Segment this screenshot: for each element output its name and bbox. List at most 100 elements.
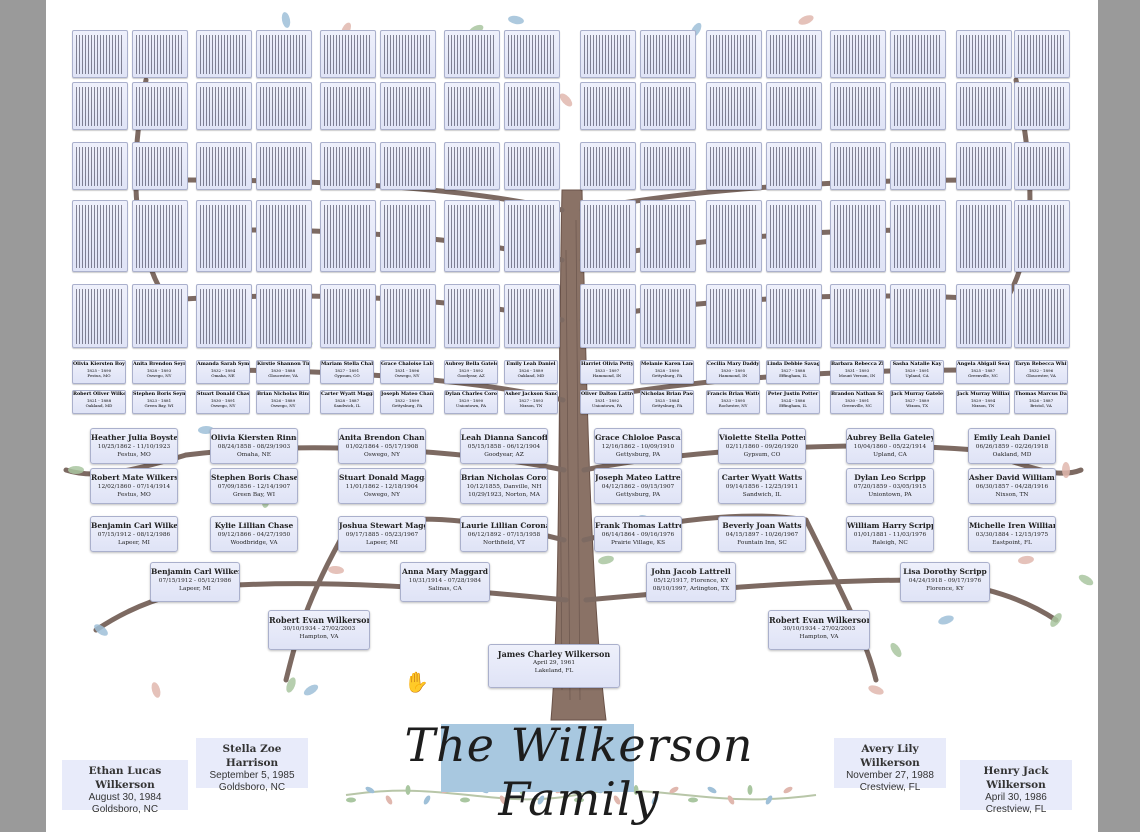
ancestor-card-upper-generation	[132, 142, 188, 190]
leaf-icon	[303, 684, 319, 696]
illegible-text	[894, 205, 942, 268]
garland-leaf-icon	[669, 786, 679, 794]
ancestor-place: Florence, KY	[926, 586, 964, 592]
ancestor-place: Hampton, VA	[299, 634, 339, 640]
illegible-text	[710, 289, 758, 344]
ancestor-date: 30/10/1934 - 27/02/2003	[282, 626, 356, 632]
illegible-text	[960, 289, 1008, 344]
title-highlight	[441, 724, 634, 792]
illegible-text	[260, 35, 308, 74]
illegible-text	[448, 87, 496, 126]
ancestor-card-upper-generation	[890, 30, 946, 78]
ancestor-card-gen5: Kirstie Shannon Tinkler1830 - 1888Glouce…	[256, 360, 310, 384]
ancestor-name: William Harry Scripp	[847, 521, 934, 530]
ancestor-card-upper-generation	[706, 30, 762, 78]
ancestor-date: 05/12/1917, Florence, KY	[653, 578, 729, 584]
ancestor-name: Robert Mate Wilkerson	[91, 473, 178, 482]
ancestor-card-upper-generation	[956, 30, 1012, 78]
leaf-icon	[798, 15, 814, 25]
sibling-card: Stella Zoe Harrison September 5, 1985 Go…	[196, 738, 308, 793]
ancestor-date: 10/04/1860 - 05/22/1914	[853, 444, 927, 450]
ancestor-date: 1829 - 1891	[904, 368, 930, 373]
ancestor-date: 1828 - 1887	[334, 398, 360, 403]
ancestor-card-gen5: Carter Wyatt Maggard1828 - 1887Sandwich,…	[320, 390, 374, 414]
garland-leaf-icon	[747, 785, 753, 795]
ancestor-place: Effingham, IL	[779, 373, 807, 378]
ancestor-card-upper-generation	[830, 200, 886, 272]
garland-leaf-icon	[385, 795, 393, 805]
illegible-text	[834, 147, 882, 186]
ancestor-name: Taryn Rebecca White	[1015, 361, 1068, 367]
ancestor-card-upper-generation	[320, 142, 376, 190]
illegible-text	[448, 147, 496, 186]
illegible-text	[770, 205, 818, 268]
ancestor-place: Goodyear, AZ	[457, 373, 485, 378]
ancestor-name: Robert Evan Wilkerson	[769, 615, 870, 625]
illegible-text	[324, 147, 372, 186]
ancestor-name: Beverly Joan Watts	[722, 521, 802, 530]
garland-leaf-icon	[727, 795, 735, 805]
ancestor-date: 1823 - 1881	[146, 398, 172, 403]
ancestor-date: 07/15/1912 - 05/12/1986	[158, 578, 232, 584]
ancestor-name: Asher David Williams	[969, 473, 1056, 482]
illegible-text	[508, 289, 556, 344]
sibling-place: Goldsboro, NC	[218, 782, 286, 793]
illegible-text	[584, 35, 632, 74]
illegible-text	[508, 147, 556, 186]
ancestor-place: Oswego, NY	[210, 403, 236, 408]
illegible-text	[200, 147, 248, 186]
ancestor-date: 1826 - 1889	[270, 398, 296, 403]
ancestor-card-upper-generation	[706, 200, 762, 272]
ancestor-place: Festus, MO	[87, 373, 111, 378]
ancestor-name: Kylie Lillian Chase	[214, 521, 294, 530]
illegible-text	[584, 147, 632, 186]
ancestor-place: 10/29/1923, Norton, MA	[468, 492, 540, 498]
ancestor-date: 09/14/1856 - 12/25/1911	[725, 484, 799, 490]
ancestor-place: Greenville, NC	[968, 373, 998, 378]
illegible-text	[260, 205, 308, 268]
ancestor-place: Sandwich, IL	[742, 492, 782, 498]
ancestor-card-upper-generation	[444, 142, 500, 190]
ancestor-card-gen5: Joseph Mateo Chandler1832 - 1899Gettysbu…	[380, 390, 434, 414]
ancestor-place: Oakland, MD	[992, 452, 1032, 458]
ancestor-date: 05/15/1858 - 06/12/1904	[467, 444, 541, 450]
illegible-text	[584, 205, 632, 268]
ancestor-card-upper-generation	[1014, 30, 1070, 78]
sibling-card: Ethan Lucas Wilkerson August 30, 1984 Go…	[62, 760, 188, 815]
ancestor-place: Effingham, IL	[779, 403, 807, 408]
ancestor-card-upper-generation	[132, 284, 188, 348]
ancestor-place: Oakland, MD	[85, 403, 113, 408]
ancestor-card-upper-generation	[72, 142, 128, 190]
illegible-text	[584, 87, 632, 126]
ancestor-place: Gloucester, VA	[268, 373, 298, 378]
ancestor-place: Nixson, TN	[971, 403, 995, 408]
ancestor-card-upper-generation	[72, 200, 128, 272]
ancestor-card-upper-generation	[1014, 200, 1070, 272]
ancestor-name: Stephen Boris Chase	[211, 473, 298, 482]
illegible-text	[894, 35, 942, 74]
ancestor-card-gen5: Olivia Kiersten Boyster1825 - 1890Festus…	[72, 360, 126, 384]
ancestor-card-upper-generation	[380, 82, 436, 130]
illegible-text	[894, 289, 942, 344]
ancestor-date: 1827 - 1889	[904, 398, 930, 403]
ancestor-place: 08/10/1997, Arlington, TX	[652, 586, 730, 592]
garland-leaf-icon	[688, 797, 698, 803]
ancestor-place: Uniontown, PA	[868, 492, 912, 498]
ancestor-card-upper-generation	[580, 142, 636, 190]
leaf-icon	[1061, 462, 1071, 478]
illegible-text	[834, 35, 882, 74]
illegible-text	[508, 35, 556, 74]
illegible-text	[710, 205, 758, 268]
ancestor-date: 10/25/1862 - 11/10/1923	[97, 444, 171, 450]
ancestor-date: 1827 - 1893	[518, 398, 544, 403]
ancestor-name: Nicholas Brian Pascali	[641, 391, 693, 397]
ancestor-place: Festus, MO	[117, 492, 151, 498]
ancestor-name: Anna Mary Maggard	[402, 567, 488, 576]
